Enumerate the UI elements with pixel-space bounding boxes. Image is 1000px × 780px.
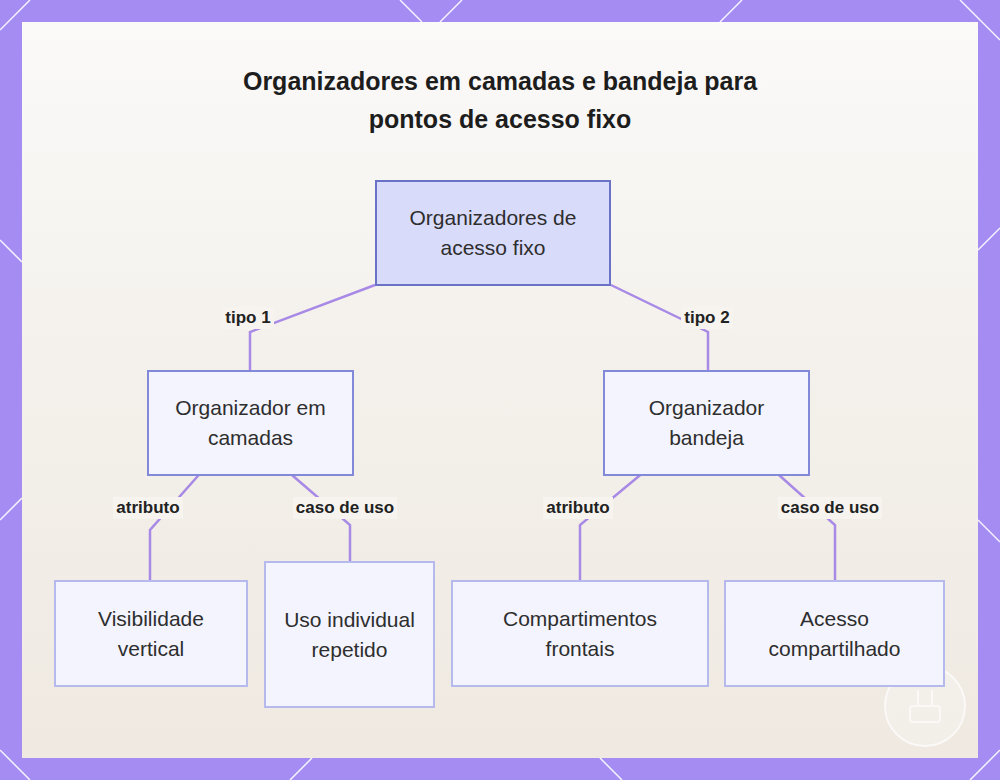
edge-label: tipo 1 xyxy=(222,307,273,329)
concept-box: Compartimentos frontais xyxy=(451,580,709,687)
diagram-title: Organizadores em camadas e bandeja para … xyxy=(230,62,770,138)
root-box: Organizadores de acesso fixo xyxy=(375,180,611,286)
concept-box: Acesso compartilhado xyxy=(724,580,945,687)
edge-label: atributo xyxy=(543,497,612,519)
edge-label: atributo xyxy=(113,497,182,519)
edge-label: caso de uso xyxy=(778,497,882,519)
node-text: Uso individual repetido xyxy=(280,605,419,665)
connector-line xyxy=(150,475,199,581)
concept-box: Visibilidade vertical xyxy=(54,580,248,687)
connector-line xyxy=(580,475,640,581)
edge-label: caso de uso xyxy=(293,497,397,519)
node-text: Organizador em camadas xyxy=(163,393,338,453)
node-text: Compartimentos frontais xyxy=(467,604,693,664)
node-text: Organizador bandeja xyxy=(619,393,794,453)
concept-box: Organizador bandeja xyxy=(603,370,810,476)
concept-box: Uso individual repetido xyxy=(264,561,435,708)
connector-line xyxy=(779,475,835,581)
node-text: Acesso compartilhado xyxy=(740,604,929,664)
edge-label: tipo 2 xyxy=(681,307,732,329)
node-text: Visibilidade vertical xyxy=(70,604,232,664)
concept-box: Organizador em camadas xyxy=(147,370,354,476)
node-text: Organizadores de acesso fixo xyxy=(391,203,595,263)
